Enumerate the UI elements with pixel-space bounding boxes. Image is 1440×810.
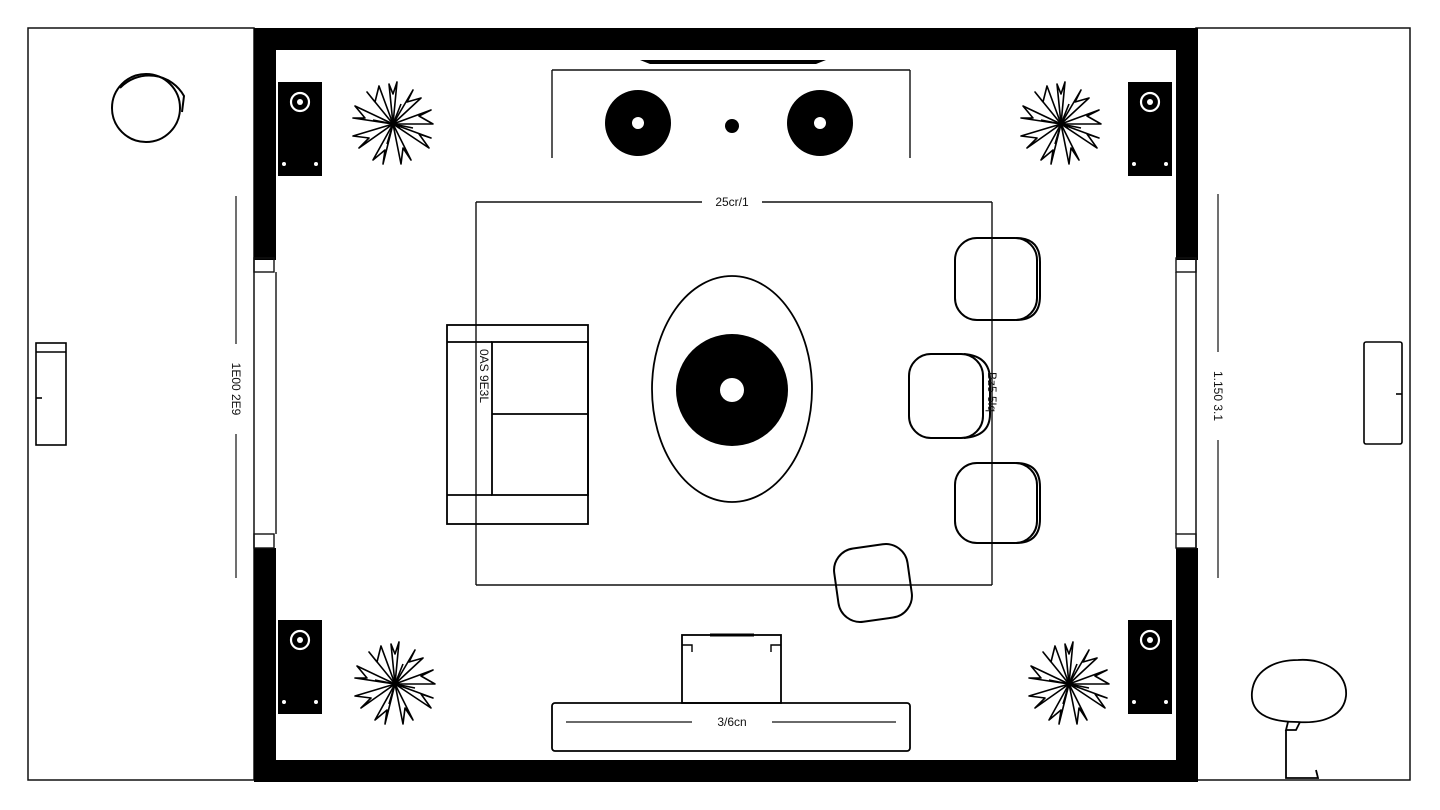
lounge-chair (908, 353, 991, 439)
lounge-chair (954, 237, 1041, 321)
speaker-icon (1126, 618, 1174, 716)
swivel-chair (1251, 659, 1347, 779)
sofa (446, 324, 589, 525)
dimension-bottom: 3/6cn (717, 715, 746, 729)
dimension-left: 1E00 2E9 (229, 363, 243, 416)
speaker-icon (1126, 80, 1174, 178)
dimension-top: 25cr/1 (715, 195, 749, 209)
plant-icon (1020, 81, 1102, 165)
coffee-table-icon (651, 275, 813, 503)
rug-outline (475, 201, 993, 586)
speaker-icon (276, 618, 324, 716)
dimension-right: 1.150 3.1 (1211, 371, 1225, 421)
main-room-walls (254, 28, 1198, 782)
armchair-round (111, 73, 186, 143)
door-openings (253, 257, 1197, 549)
side-chair (833, 543, 913, 623)
plant-icon (354, 641, 436, 725)
right-side-cabinet (1363, 341, 1403, 445)
bottom-bench (551, 633, 911, 752)
dimension-chair: Bz5 5lq (985, 372, 999, 412)
lounge-chair (954, 462, 1041, 544)
left-side-cabinet (35, 342, 67, 446)
plant-icon (352, 81, 434, 165)
speaker-icon (276, 80, 324, 178)
right-room-outline (1195, 27, 1411, 781)
media-console (551, 60, 911, 158)
dimension-sofa: 0AS 9E3L (477, 349, 491, 403)
left-room-outline (27, 27, 255, 781)
plant-icon (1028, 641, 1110, 725)
